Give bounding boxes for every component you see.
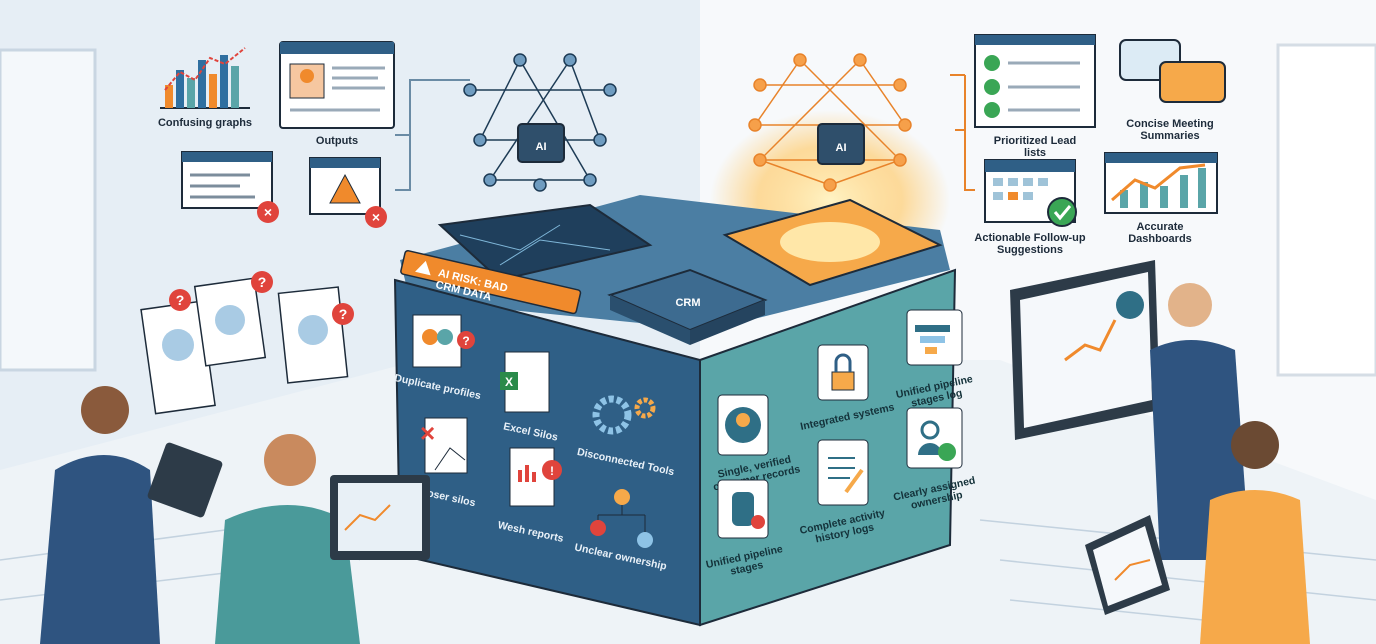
svg-text:?: ? [462,334,469,348]
left-ai-chip [517,123,565,163]
left-ai-label: AI [536,141,547,153]
window-left [0,48,97,372]
svg-text:?: ? [339,306,348,322]
outputs-card: Outputs [279,41,395,147]
problem-wesh-reports: ! Wesh reports [497,447,565,545]
connector-arrows-right [950,74,975,191]
svg-text:!: ! [550,464,554,478]
broken-data-panel [437,203,653,282]
dashboard-display [1010,260,1160,440]
person-with-tablet [40,386,223,644]
window-right [1276,43,1376,377]
confusing-graphs-card: Confusing graphs [158,47,252,129]
svg-text:X: X [505,375,513,389]
person-with-laptop-right [1085,421,1310,644]
person-with-laptop [215,434,430,644]
svg-text:?: ? [176,292,185,308]
svg-text:×: × [372,209,380,225]
bar-chart-icon [160,47,250,109]
connector-arrows [395,79,470,191]
right-ai-label: AI [836,142,847,154]
label-confusing-graphs: Confusing graphs [158,117,252,129]
garbled-document-error-icon: × [181,151,279,223]
svg-text:×: × [420,418,435,448]
label-outputs: Outputs [316,135,358,147]
svg-text:×: × [264,204,272,220]
cracks [459,224,611,266]
broken-ai-network [463,53,617,192]
warning-window-error-icon: × [309,157,387,228]
glow-core [780,222,880,262]
crm-label: CRM [675,297,700,309]
question-profile-cards: ??? [140,271,354,415]
svg-text:?: ? [258,274,267,290]
right-ai-chip [817,123,865,165]
